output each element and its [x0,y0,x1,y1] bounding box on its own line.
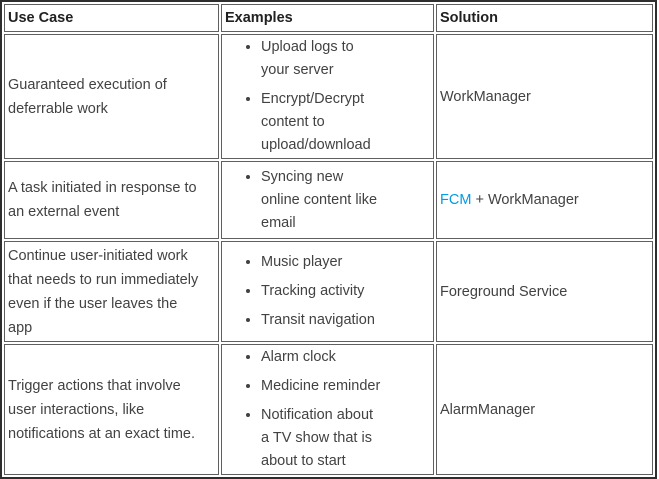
use-case-cell: Guaranteed execution of deferrable work [4,34,219,159]
solution-text: FCM + WorkManager [440,188,649,212]
examples-cell: Music player Tracking activity Transit n… [221,241,434,342]
examples-list: Alarm clock Medicine reminder Notificati… [225,346,430,473]
use-case-text: Trigger actions that involve user intera… [8,377,195,442]
example-item: Medicine reminder [261,375,430,398]
solution-text: Foreground Service [440,283,568,300]
use-case-text: Guaranteed execution of deferrable work [8,76,167,117]
solution-cell: WorkManager [436,34,653,159]
examples-list: Upload logs to your server Encrypt/Decry… [225,36,430,157]
use-case-text: Continue user-initiated work that needs … [8,247,199,336]
table-row: A task initiated in response to an exter… [4,161,653,239]
examples-cell: Syncing new online content like email [221,161,434,239]
use-case-cell: Continue user-initiated work that needs … [4,241,219,342]
solution-cell: FCM + WorkManager [436,161,653,239]
column-header-use-case: Use Case [4,4,219,32]
example-item: Syncing new online content like email [261,166,430,235]
examples-cell: Alarm clock Medicine reminder Notificati… [221,344,434,475]
column-header-examples: Examples [221,4,434,32]
table-row: Continue user-initiated work that needs … [4,241,653,342]
examples-list: Music player Tracking activity Transit n… [225,251,430,332]
column-header-solution: Solution [436,4,653,32]
solution-text: WorkManager [440,88,531,105]
header-row: Use Case Examples Solution [4,4,653,32]
table-row: Trigger actions that involve user intera… [4,344,653,475]
fcm-link[interactable]: FCM [440,192,472,208]
solution-text: AlarmManager [440,401,536,418]
solution-cell: AlarmManager [436,344,653,475]
use-case-text: A task initiated in response to an exter… [8,180,197,220]
table-row: Guaranteed execution of deferrable work … [4,34,653,159]
use-case-cell: A task initiated in response to an exter… [4,161,219,239]
examples-cell: Upload logs to your server Encrypt/Decry… [221,34,434,159]
example-item: Upload logs to your server [261,36,430,82]
example-item: Music player [261,251,430,274]
example-item: Tracking activity [261,280,430,303]
examples-list: Syncing new online content like email [225,166,430,235]
example-item: Encrypt/Decrypt content to upload/downlo… [261,88,430,157]
solution-cell: Foreground Service [436,241,653,342]
example-item: Alarm clock [261,346,430,369]
solution-suffix: + WorkManager [471,192,579,208]
example-item: Notification about a TV show that is abo… [261,404,430,473]
use-case-cell: Trigger actions that involve user intera… [4,344,219,475]
example-item: Transit navigation [261,309,430,332]
